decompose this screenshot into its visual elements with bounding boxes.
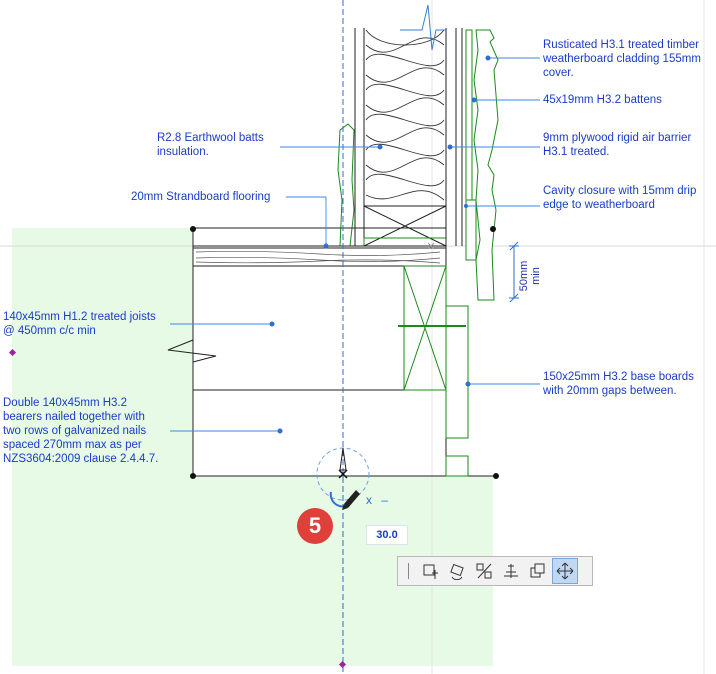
annotation-bearers[interactable]: Double 140x45mm H3.2 bearers nailed toge… [3, 397, 159, 465]
tracker-value-input[interactable]: 30.0 [366, 525, 408, 545]
move-node-button[interactable] [417, 558, 443, 584]
leader-lines [170, 57, 540, 432]
dimension-50mm [509, 241, 519, 303]
rotate-icon [450, 563, 464, 580]
annotation-insulation[interactable]: R2.8 Earthwool batts insulation. [157, 132, 264, 158]
annotation-plywood[interactable]: 9mm plywood rigid air barrier H3.1 treat… [543, 132, 692, 158]
break-line-left [167, 339, 217, 363]
annotation-base-boards[interactable]: 150x25mm H3.2 base boards with 20mm gaps… [543, 371, 694, 397]
floor-structure [192, 227, 447, 267]
pet-palette [397, 556, 593, 586]
rotate-button[interactable] [444, 558, 470, 584]
elevate-button[interactable] [498, 558, 524, 584]
cursor-tracker [316, 447, 370, 510]
elevate-icon [504, 564, 518, 578]
multiply-button[interactable] [525, 558, 551, 584]
drag-button[interactable] [552, 558, 578, 584]
cladding-timber [337, 29, 499, 301]
annotation-cavity-closure[interactable]: Cavity closure with 15mm drip edge to we… [543, 185, 697, 211]
step-badge: 5 [297, 508, 333, 544]
tracker-x-label: x – [366, 493, 389, 507]
move-node-icon [423, 564, 438, 579]
drag-icon [556, 562, 574, 580]
break-line-top [400, 4, 446, 51]
annotation-joists[interactable]: 140x45mm H1.2 treated joists @ 450mm c/c… [3, 311, 156, 337]
hotspot-marker [8, 348, 17, 357]
insulation-batts [365, 29, 445, 201]
mirror-button[interactable] [471, 558, 497, 584]
dimension-text[interactable]: 50mm min [518, 248, 542, 304]
wall-frame [354, 28, 463, 247]
hotspot-marker [338, 660, 347, 669]
dimension-suffix: min [530, 267, 542, 285]
base-boards [445, 305, 469, 477]
joist-cross [403, 265, 447, 391]
selection-area [12, 228, 493, 666]
dimension-value: 50mm [518, 260, 530, 292]
palette-separator [408, 563, 409, 579]
annotation-battens[interactable]: 45x19mm H3.2 battens [543, 94, 662, 106]
annotation-flooring[interactable]: 20mm Strandboard flooring [131, 191, 271, 203]
annotation-weatherboard[interactable]: Rusticated H3.1 treated timber weatherbo… [543, 39, 701, 79]
multiply-icon [530, 563, 545, 578]
mirror-icon [476, 563, 492, 579]
